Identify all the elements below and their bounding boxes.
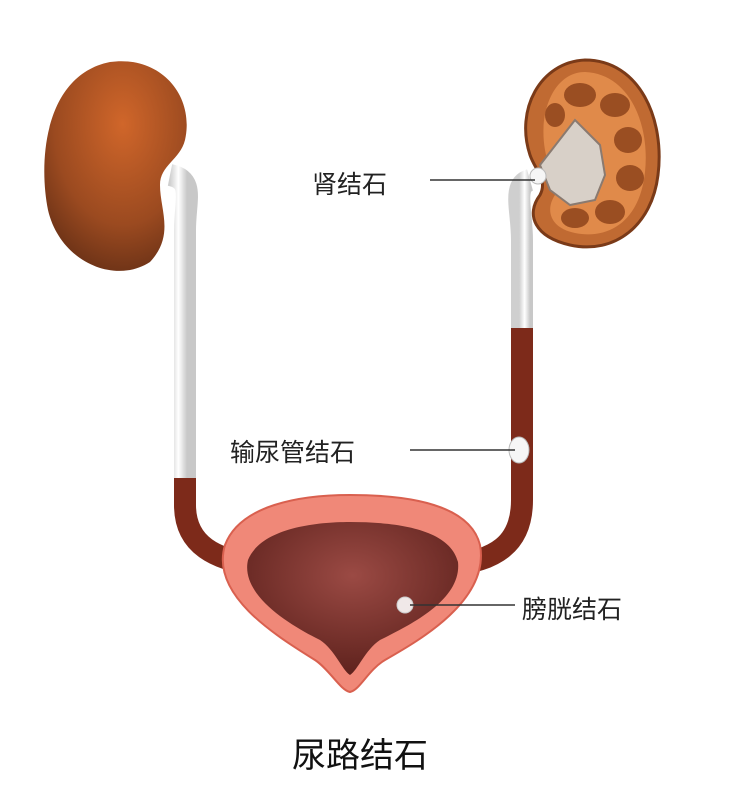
kidney-stone-label: 肾结石 bbox=[312, 170, 388, 199]
diagram-title: 尿路结石 bbox=[292, 736, 428, 776]
bladder-stone-label: 膀胱结石 bbox=[522, 595, 623, 624]
right-kidney-cross-section bbox=[524, 58, 661, 249]
right-ureter bbox=[448, 169, 535, 577]
bladder bbox=[221, 493, 482, 694]
kidney-stone-icon bbox=[529, 167, 547, 185]
left-ureter bbox=[166, 164, 262, 577]
left-kidney bbox=[44, 61, 187, 271]
ureter-stone-label: 输尿管结石 bbox=[230, 438, 356, 467]
